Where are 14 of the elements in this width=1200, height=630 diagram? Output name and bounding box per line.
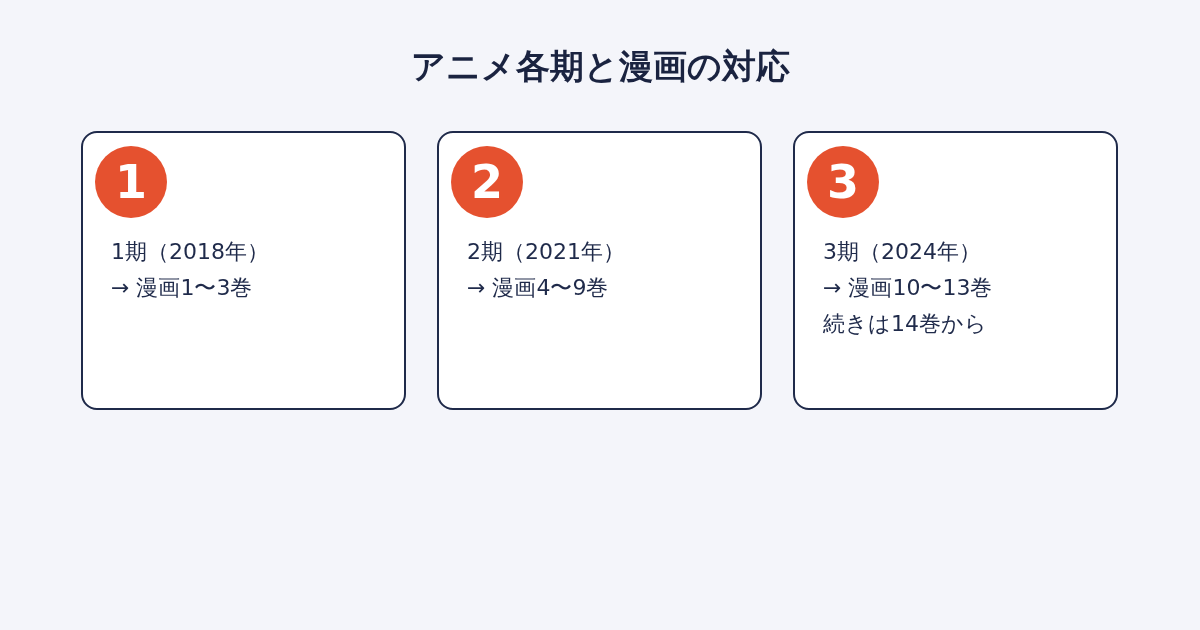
card-text: 2期（2021年） bbox=[467, 238, 625, 266]
number-badge: 1 bbox=[95, 146, 167, 218]
card-text: 3期（2024年） bbox=[823, 238, 981, 266]
number-badge: 3 bbox=[807, 146, 879, 218]
number-badge: 2 bbox=[451, 146, 523, 218]
card-text: → 漫画10〜13巻 bbox=[823, 274, 993, 302]
diagram-title: アニメ各期と漫画の対応 bbox=[409, 45, 791, 88]
info-card bbox=[437, 131, 762, 410]
card-text: 続きは14巻から bbox=[823, 310, 987, 338]
info-card bbox=[81, 131, 406, 410]
info-card bbox=[793, 131, 1118, 410]
card-text: → 漫画1〜3巻 bbox=[111, 274, 253, 302]
card-text: 1期（2018年） bbox=[111, 238, 269, 266]
card-text: → 漫画4〜9巻 bbox=[467, 274, 609, 302]
